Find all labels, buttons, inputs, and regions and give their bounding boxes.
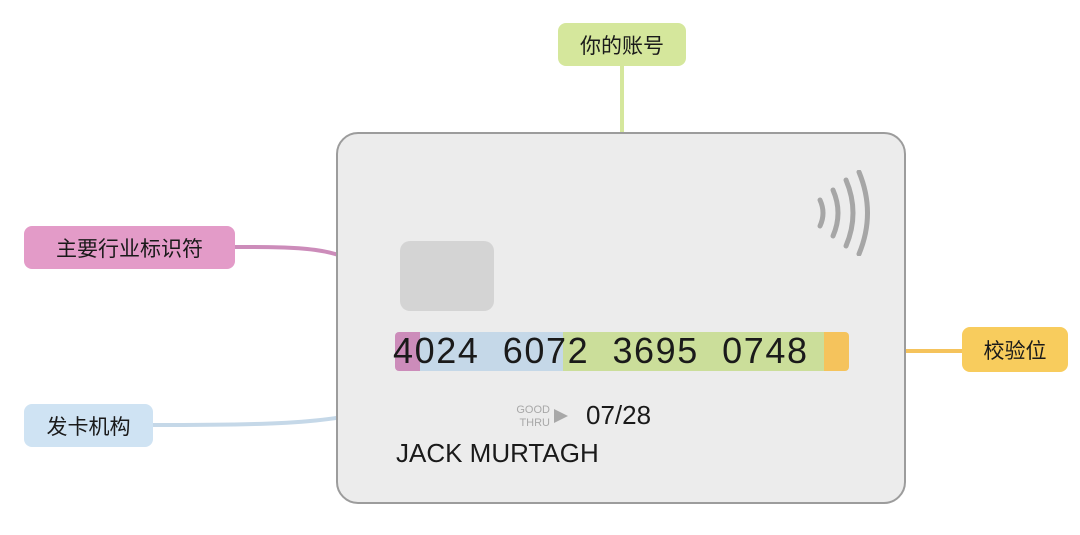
card-number-group-3: 3695 — [612, 330, 699, 371]
card-number-group-1: 4024 — [393, 330, 480, 371]
cardholder-name: JACK MURTAGH — [396, 438, 599, 468]
expiry-date: 07/28 — [586, 400, 652, 430]
label-issuer: 发卡机构 — [24, 404, 153, 447]
contactless-icon — [817, 170, 870, 256]
good-thru-line-2: THRU — [519, 417, 550, 429]
segment-major-industry-identifier — [395, 332, 420, 371]
card-number: 4024 6072 3695 0748 — [393, 331, 809, 371]
card-number-group-4: 0748 — [722, 330, 809, 371]
play-arrow-icon — [554, 409, 568, 423]
good-thru-label: GOOD THRU — [506, 404, 550, 430]
credit-card — [336, 132, 906, 504]
label-check-digit: 校验位 — [962, 327, 1068, 372]
segment-account-number — [563, 332, 824, 371]
card-number-group-2: 6072 — [502, 330, 590, 371]
chip-icon — [400, 241, 494, 311]
good-thru-line-1: GOOD — [516, 404, 550, 416]
segment-check-digit — [824, 332, 849, 371]
label-major-industry-identifier: 主要行业标识符 — [24, 226, 235, 269]
segment-issuer — [420, 332, 563, 371]
label-account-number: 你的账号 — [558, 23, 686, 66]
